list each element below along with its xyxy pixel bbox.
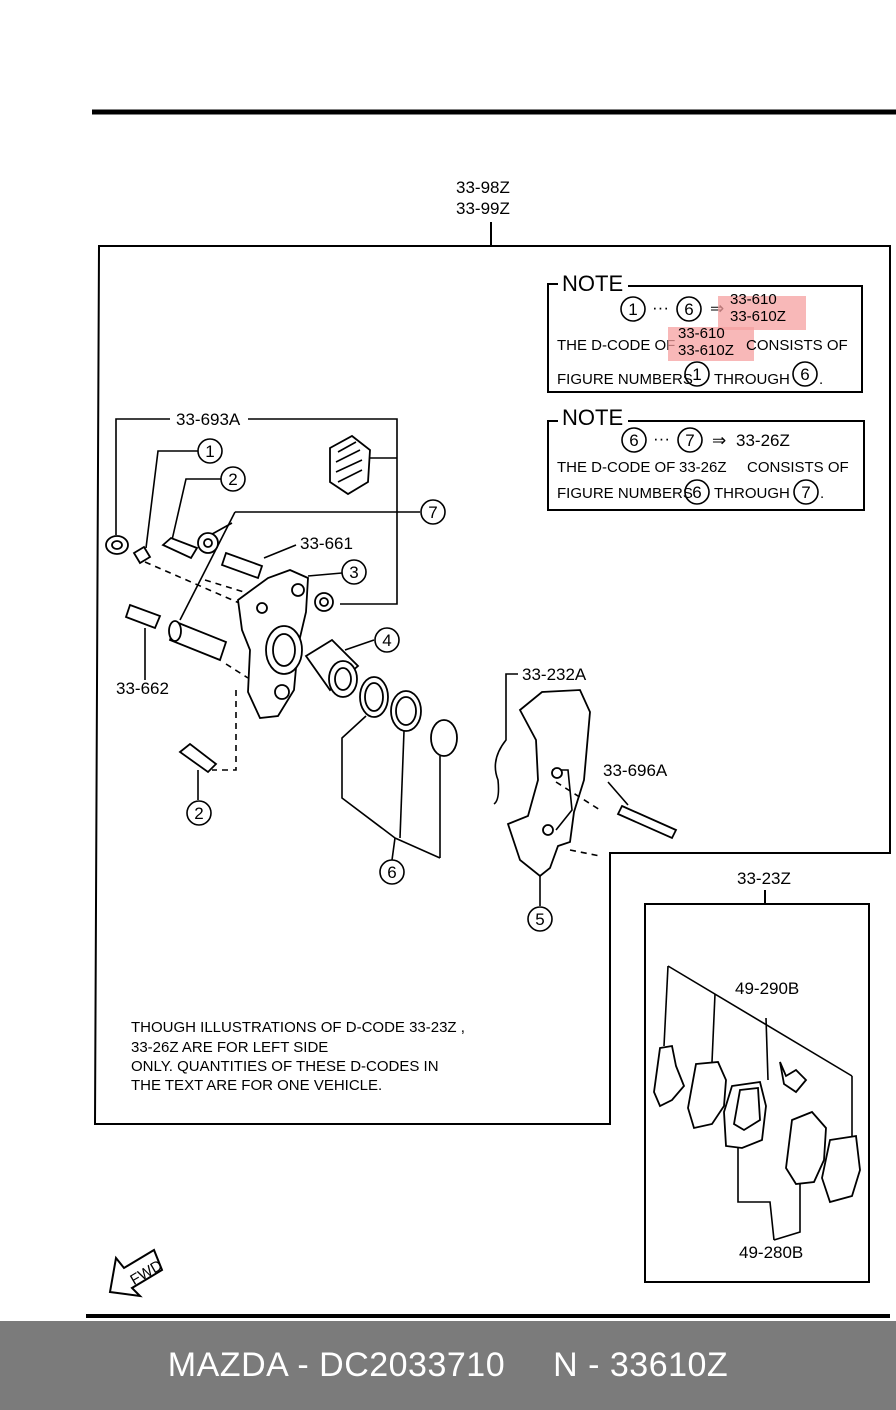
note-1-to-num: 6 bbox=[684, 300, 693, 319]
assembly-code-b: 33-99Z bbox=[456, 199, 510, 218]
note-1-code-b: 33-610Z bbox=[730, 308, 786, 325]
note-2: NOTE 6 ··· 7 ⇒ 33-26Z THE D-CODE OF 33-2… bbox=[547, 405, 865, 511]
label-33-662: 33-662 bbox=[116, 679, 169, 698]
note-2-code: 33-26Z bbox=[736, 431, 790, 450]
note-1-line2-num-a: 1 bbox=[692, 365, 701, 384]
label-49-280B: 49-280B bbox=[739, 1243, 803, 1262]
note-1-title: NOTE bbox=[562, 271, 623, 296]
caliper-bracket bbox=[506, 689, 591, 878]
svg-text:···: ··· bbox=[652, 298, 669, 317]
brake-pads bbox=[653, 1044, 861, 1204]
label-33-693A: 33-693A bbox=[176, 410, 241, 429]
fwd-arrow-icon: FWD bbox=[108, 1248, 166, 1298]
callout-1: 1 bbox=[205, 442, 214, 461]
label-33-696A: 33-696A bbox=[603, 761, 668, 780]
note-2-line2-num-b: 7 bbox=[801, 483, 810, 502]
note-1: NOTE 1 ··· 6 ⇒ 33-610 33-610Z THE D-CODE… bbox=[547, 271, 863, 393]
footer-brand-part: MAZDA - DC2033710 bbox=[167, 1346, 506, 1384]
svg-text:.: . bbox=[820, 485, 824, 502]
label-33-661: 33-661 bbox=[300, 534, 353, 553]
callout-7: 7 bbox=[428, 503, 437, 522]
note-1-code-a: 33-610 bbox=[730, 291, 777, 308]
note-1-line2-prefix: FIGURE NUMBERS bbox=[557, 371, 693, 388]
footnote-line-1: THOUGH ILLUSTRATIONS OF D-CODE 33-23Z , bbox=[131, 1019, 465, 1036]
note-1-line1-prefix: THE D-CODE OF bbox=[557, 337, 675, 354]
callout-4: 4 bbox=[382, 631, 391, 650]
pad-kit-frame bbox=[644, 903, 870, 1283]
main-frame bbox=[93, 245, 891, 1125]
note-1-line2-mid: THROUGH bbox=[714, 371, 790, 388]
callout-6: 6 bbox=[387, 863, 396, 882]
note-1-line1-code-b: 33-610Z bbox=[678, 342, 734, 359]
label-33-232A: 33-232A bbox=[522, 665, 587, 684]
note-2-line2-mid: THROUGH bbox=[714, 485, 790, 502]
note-2-line2-prefix: FIGURE NUMBERS bbox=[557, 485, 693, 502]
label-33-23Z: 33-23Z bbox=[737, 869, 791, 888]
callout-2-top: 2 bbox=[228, 470, 237, 489]
footnote-line-3: ONLY. QUANTITIES OF THESE D-CODES IN bbox=[131, 1058, 439, 1075]
note-1-from-num: 1 bbox=[628, 300, 637, 319]
footnote-line-2: 33-26Z ARE FOR LEFT SIDE bbox=[131, 1039, 328, 1056]
footer-bar: MAZDA - DC2033710 N - 33610Z bbox=[0, 1321, 896, 1410]
note-2-from-num: 6 bbox=[629, 431, 638, 450]
note-1-line1-code-a: 33-610 bbox=[678, 325, 725, 342]
note-2-line1-code: 33-26Z bbox=[679, 459, 727, 476]
assembly-code-a: 33-98Z bbox=[456, 178, 510, 197]
note-1-line1-suffix: CONSISTS OF bbox=[746, 337, 848, 354]
note-2-line2-num-a: 6 bbox=[692, 483, 701, 502]
svg-text:.: . bbox=[819, 371, 823, 388]
callout-2-bottom: 2 bbox=[194, 804, 203, 823]
callout-5: 5 bbox=[535, 910, 544, 929]
footer-ref: N - 33610Z bbox=[553, 1346, 729, 1384]
label-49-290B: 49-290B bbox=[735, 979, 799, 998]
caliper-body bbox=[237, 569, 309, 719]
note-2-title: NOTE bbox=[562, 405, 623, 430]
footnote-line-4: THE TEXT ARE FOR ONE VEHICLE. bbox=[131, 1077, 382, 1094]
note-2-arrow: ⇒ bbox=[712, 431, 726, 450]
note-2-line1-suffix: CONSISTS OF bbox=[747, 459, 849, 476]
note-2-line1-prefix: THE D-CODE OF bbox=[557, 459, 675, 476]
svg-text:···: ··· bbox=[653, 429, 670, 448]
note-1-line2-num-b: 6 bbox=[800, 365, 809, 384]
note-2-to-num: 7 bbox=[685, 431, 694, 450]
grease-packet bbox=[329, 434, 371, 496]
callout-3: 3 bbox=[349, 563, 358, 582]
